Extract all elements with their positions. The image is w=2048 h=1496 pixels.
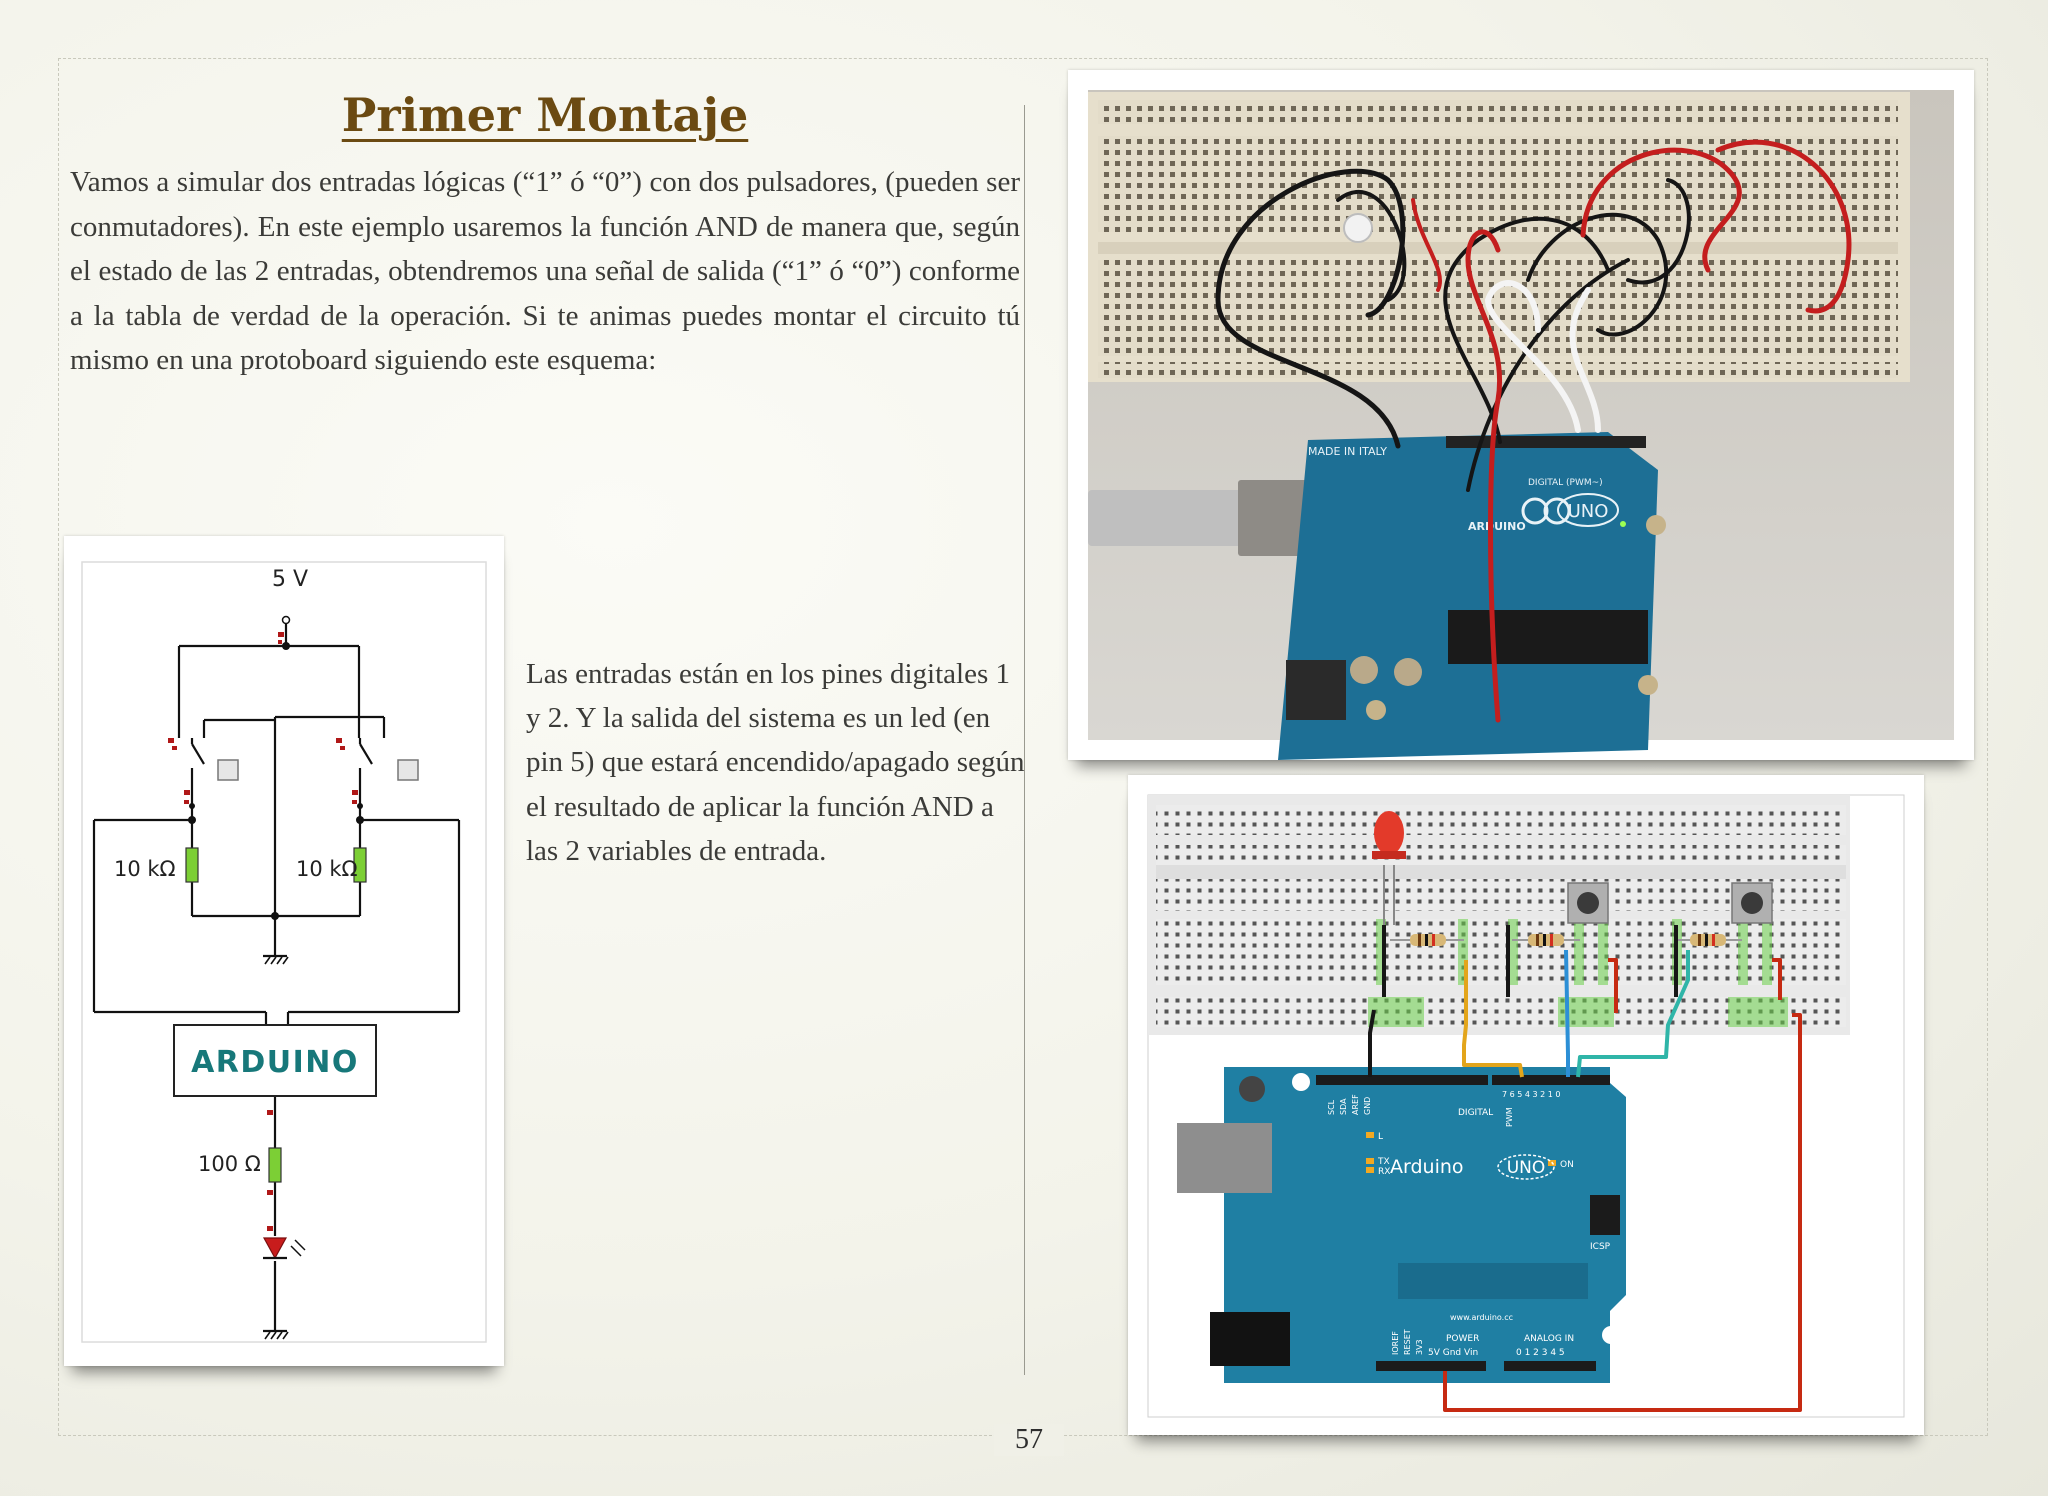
aref-label: AREF [1351, 1094, 1360, 1115]
side-paragraph: Las entradas están en los pines digitale… [526, 658, 1025, 867]
breadboard-diagram: Arduino UNO ON DIGITAL 7 6 5 4 3 2 1 0 I… [1128, 775, 1924, 1435]
digital-label: DIGITAL [1458, 1108, 1493, 1118]
resistor-led [268, 1147, 282, 1183]
tx-label: TX [1377, 1157, 1390, 1167]
digital-pins-label: 7 6 5 4 3 2 1 0 [1502, 1090, 1561, 1099]
v3-label: 3V3 [1415, 1339, 1424, 1355]
digital-label-photo: DIGITAL (PWM~) [1528, 478, 1603, 488]
power-pins-label: 5V Gnd Vin [1428, 1348, 1478, 1358]
breadboard-diagram-image: Arduino UNO ON DIGITAL 7 6 5 4 3 2 1 0 I… [1147, 794, 1905, 1418]
arduino-board-photo: MADE IN ITALY DIGITAL (PWM~) ARDUINO UNO [1278, 432, 1666, 760]
circuit-photo: MADE IN ITALY DIGITAL (PWM~) ARDUINO UNO [1068, 70, 1974, 760]
intro-paragraph: Vamos a simular dos entradas lógicas (“1… [70, 166, 1020, 376]
analog-label: ANALOG IN [1524, 1334, 1574, 1344]
board-brand-diagram: Arduino [1390, 1156, 1464, 1178]
led-symbol [262, 1237, 306, 1260]
page-number: 57 [994, 1424, 1064, 1456]
board-uno-label: UNO [1568, 501, 1609, 522]
board-model-diagram: UNO [1507, 1158, 1546, 1178]
ioref-label: IOREF [1391, 1331, 1400, 1355]
url-label: www.arduino.cc [1450, 1313, 1513, 1322]
page-title: Primer Montaje [341, 88, 749, 142]
resistor-left [185, 847, 199, 883]
made-in-label: MADE IN ITALY [1308, 445, 1387, 458]
led-resistor-label: 100 Ω [198, 1152, 261, 1176]
icsp-label: ICSP [1590, 1242, 1611, 1252]
supply-label: 5 V [272, 567, 308, 592]
led-component [1372, 811, 1406, 925]
board-brand-label: ARDUINO [1468, 520, 1526, 533]
on-label: ON [1560, 1160, 1574, 1170]
schematic-diagram: ARDUINO 5 V 10 kΩ 10 kΩ 100 Ω [81, 561, 487, 1343]
resistor-right [353, 847, 367, 883]
power-label: POWER [1446, 1334, 1479, 1344]
schematic-figure: ARDUINO 5 V 10 kΩ 10 kΩ 100 Ω [64, 536, 504, 1366]
scl-label: SCL [1327, 1099, 1336, 1115]
arduino-label: ARDUINO [191, 1045, 359, 1080]
arduino-box [173, 1024, 377, 1097]
sda-label: SDA [1339, 1098, 1348, 1115]
resistors [1410, 934, 1726, 946]
resistor-left-label: 10 kΩ [114, 857, 176, 881]
rx-label: RX [1378, 1167, 1390, 1177]
switch-button-left [217, 759, 239, 781]
circuit-photo-image: MADE IN ITALY DIGITAL (PWM~) ARDUINO UNO [1088, 90, 1954, 760]
column-divider [1024, 105, 1025, 1375]
gnd-label: GND [1363, 1097, 1372, 1115]
analog-pins-label: 0 1 2 3 4 5 [1516, 1348, 1565, 1358]
l-label: L [1378, 1132, 1383, 1142]
arduino-uno-board: Arduino UNO ON DIGITAL 7 6 5 4 3 2 1 0 I… [1177, 1067, 1626, 1383]
switch-button-right [397, 759, 419, 781]
pushbuttons [1567, 882, 1773, 924]
resistor-right-label: 10 kΩ [296, 857, 358, 881]
pwm-label: PWM [1505, 1107, 1514, 1127]
reset-label: RESET [1403, 1329, 1412, 1355]
